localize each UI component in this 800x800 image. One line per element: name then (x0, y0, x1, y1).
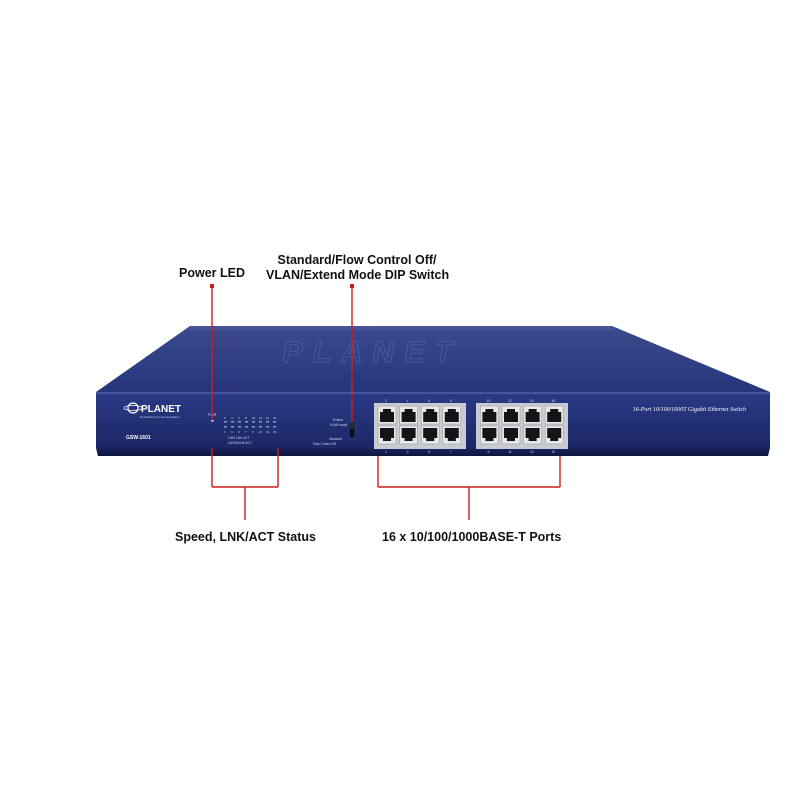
port-number-bottom: 11 (508, 450, 512, 454)
status-led (245, 426, 248, 428)
rj45-port[interactable] (420, 405, 440, 425)
device-description: 16-Port 10/100/1000T Gigabit Ethernet Sw… (633, 407, 746, 413)
port-number-top: 14 (530, 399, 534, 403)
rj45-port[interactable] (420, 425, 440, 445)
status-led (259, 426, 262, 428)
rj45-port[interactable] (399, 425, 418, 445)
port-number-bottom: 5 (428, 450, 430, 454)
ports-label: 16 x 10/100/1000BASE-T Ports (382, 530, 562, 544)
led-number-top: 16 (273, 416, 277, 420)
rj45-port[interactable] (544, 425, 564, 445)
port-number-top: 2 (385, 399, 387, 403)
led-number-bottom: 11 (259, 430, 262, 434)
status-led (273, 421, 276, 423)
rj45-port[interactable] (480, 425, 499, 445)
led-number-bottom: 5 (238, 430, 240, 434)
led-number-bottom: 13 (266, 430, 270, 434)
led-number-bottom: 1 (224, 430, 226, 434)
status-led (231, 421, 234, 423)
port-number-bottom: 3 (407, 450, 409, 454)
rj45-port[interactable] (377, 425, 397, 445)
led-number-top: 14 (266, 416, 270, 420)
port-number-top: 10 (487, 399, 491, 403)
dip-label-bottom-2: Flow Control Off (313, 442, 336, 446)
status-led (231, 426, 234, 428)
led-legend-2: 10/100/LNK ACT (228, 441, 252, 445)
power-led (211, 420, 214, 422)
led-legend-1: 1000 LNK ACT (228, 436, 249, 440)
rj45-port[interactable] (442, 425, 462, 445)
led-number-bottom: 15 (273, 430, 277, 434)
dip-label-top-2: VLAN mode (330, 423, 347, 427)
power-label: PWR (208, 413, 217, 417)
dip-label-top-1: Extend (333, 418, 343, 422)
status-led (266, 421, 269, 423)
led-number-top: 4 (231, 416, 233, 420)
led-number-top: 2 (224, 416, 226, 420)
dip-switch-label-line1: Standard/Flow Control Off/ (277, 253, 437, 267)
planet-logo: PLANET Networking & Communication (123, 402, 181, 419)
status-led (224, 421, 227, 423)
dip-switch[interactable] (348, 421, 356, 439)
led-number-top: 6 (238, 416, 240, 420)
rj45-port[interactable] (523, 425, 542, 445)
speed-status-label: Speed, LNK/ACT Status (175, 530, 316, 544)
dip-switch-label: Standard/Flow Control Off/ VLAN/Extend M… (266, 253, 450, 283)
port-number-bottom: 15 (551, 450, 555, 454)
port-number-top: 4 (407, 399, 409, 403)
rj45-port[interactable] (523, 405, 542, 425)
status-led (273, 426, 276, 428)
port-number-top: 6 (428, 399, 430, 403)
status-led (245, 421, 248, 423)
brand-text: PLANET (141, 404, 181, 415)
led-number-bottom: 9 (252, 430, 254, 434)
chassis-top (96, 326, 770, 392)
port-number-top: 16 (551, 399, 555, 403)
port-number-top: 12 (508, 399, 512, 403)
rj45-port[interactable] (399, 405, 418, 425)
status-led (252, 421, 255, 423)
rj45-port[interactable] (480, 405, 499, 425)
model-text: GSW-1601 (126, 435, 151, 441)
led-number-top: 10 (252, 416, 256, 420)
status-led (238, 421, 241, 423)
rj45-port[interactable] (544, 405, 564, 425)
dip-label-bottom-1: Standard (329, 437, 342, 441)
status-led (266, 426, 269, 428)
port-number-top: 8 (450, 399, 452, 403)
led-number-top: 12 (259, 416, 263, 420)
status-led (238, 426, 241, 428)
rj45-port[interactable] (442, 405, 462, 425)
embossed-brand: PLANET (280, 336, 466, 369)
port-number-bottom: 13 (530, 450, 534, 454)
rj45-port[interactable] (501, 425, 521, 445)
led-number-bottom: 3 (231, 430, 233, 434)
status-led (252, 426, 255, 428)
led-number-bottom: 7 (245, 430, 247, 434)
chassis-bottom (96, 448, 770, 456)
port-number-bottom: 9 (487, 450, 489, 454)
dip-switch-label-line2: VLAN/Extend Mode DIP Switch (266, 268, 450, 282)
port-number-bottom: 7 (450, 450, 452, 454)
power-led-label: Power LED (179, 266, 245, 280)
rj45-port[interactable] (501, 405, 521, 425)
brand-tagline: Networking & Communication (140, 415, 180, 419)
status-led (224, 426, 227, 428)
status-led (259, 421, 262, 423)
port-number-bottom: 1 (385, 450, 387, 454)
rj45-port[interactable] (377, 405, 397, 425)
led-number-top: 8 (245, 416, 247, 420)
